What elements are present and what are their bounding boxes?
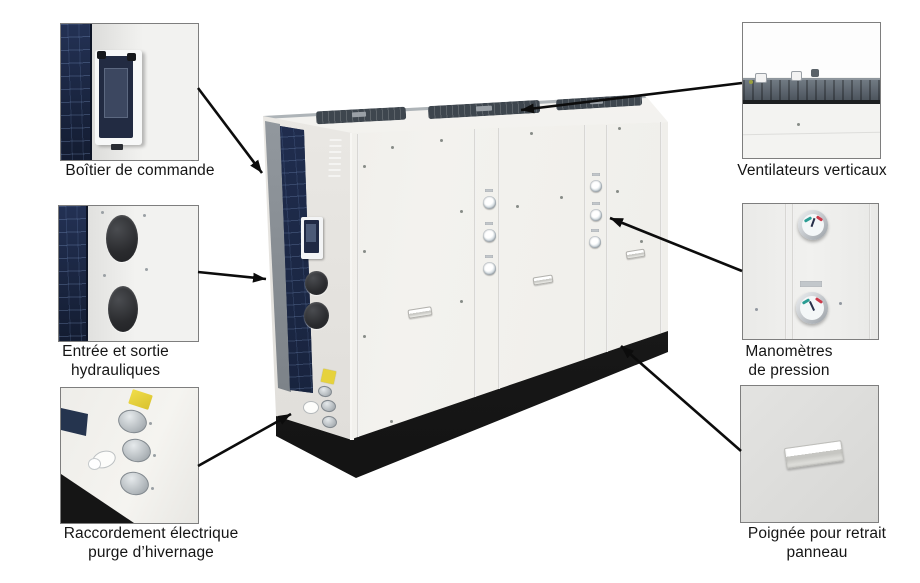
control-display-glass xyxy=(306,224,316,242)
gland-screw xyxy=(151,487,154,490)
screw xyxy=(516,205,519,208)
control-box-clip-right xyxy=(127,53,136,61)
front-gauge-label-6 xyxy=(591,229,599,232)
coil-strip xyxy=(61,24,92,160)
spec-sticker xyxy=(328,138,342,179)
front-gauge-4 xyxy=(590,180,602,192)
label-electrical-connection: Raccordement électrique purge d’hivernag… xyxy=(31,525,271,562)
panel-screw xyxy=(755,308,758,311)
control-box-clip-left xyxy=(97,51,106,59)
callout-hydraulic-connections xyxy=(58,205,199,342)
callout-control-box xyxy=(60,23,199,161)
port-bottom xyxy=(108,286,138,332)
label-pressure-gauges: Manomètres de pression xyxy=(699,343,879,380)
winter-drain-cap xyxy=(88,458,101,470)
callout-pressure-gauges xyxy=(742,203,879,340)
hydraulic-port-bottom xyxy=(304,302,329,329)
seam-right xyxy=(869,204,871,339)
fan-guard-band xyxy=(743,78,880,102)
fan-indicator xyxy=(749,80,753,84)
front-gauge-label-5 xyxy=(592,202,600,205)
callout-vertical-fans xyxy=(742,22,881,159)
screw xyxy=(460,300,463,303)
label-line: Raccordement électrique xyxy=(63,525,239,542)
screw xyxy=(530,132,533,135)
callout-electrical-connection xyxy=(60,387,199,524)
screw xyxy=(363,165,366,168)
valve-mark xyxy=(103,274,106,277)
hydraulic-port-top xyxy=(305,271,328,295)
seam-left-a xyxy=(785,204,787,339)
front-gauge-2 xyxy=(483,229,496,242)
panel-screw xyxy=(797,123,800,126)
coil-strip xyxy=(59,206,88,341)
front-gauge-5 xyxy=(590,209,602,221)
port-top xyxy=(106,215,138,262)
front-gauge-1 xyxy=(483,196,496,209)
panel-screw xyxy=(839,302,842,305)
fan-hub-1 xyxy=(351,111,367,118)
panel-seam-2b xyxy=(498,128,500,389)
valve-mark xyxy=(143,214,146,217)
panel-seam-3b xyxy=(606,125,608,352)
panel-seam-4 xyxy=(660,122,662,333)
drain-fitting xyxy=(303,401,319,414)
warning-sticker xyxy=(320,368,337,385)
fan-motor-nub xyxy=(811,69,819,77)
control-box-screen-inner xyxy=(104,68,128,118)
screw xyxy=(618,127,621,130)
fan-hub-3 xyxy=(589,99,604,105)
front-gauge-label-1 xyxy=(485,189,493,192)
label-hydraulic-connections: Entrée et sortie hydrauliques xyxy=(28,343,203,380)
screw xyxy=(391,146,394,149)
label-line: de pression xyxy=(748,361,830,379)
screw xyxy=(363,335,366,338)
panel-seam-1 xyxy=(357,134,359,437)
label-line: Ventilateurs verticaux xyxy=(737,162,887,179)
screw xyxy=(363,250,366,253)
gland-screw xyxy=(149,422,152,425)
control-box-tab xyxy=(111,144,123,150)
front-gauge-6 xyxy=(589,236,601,248)
gland-screw xyxy=(153,454,156,457)
callout-panel-handle xyxy=(740,385,879,523)
label-panel-handle: Poignée pour retrait panneau xyxy=(727,525,907,562)
label-vertical-fans: Ventilateurs verticaux xyxy=(722,162,902,181)
label-line: hydrauliques xyxy=(70,361,161,379)
fan-clip-2 xyxy=(791,71,802,81)
panel-seam-3a xyxy=(584,125,586,359)
panel-seam-2a xyxy=(474,129,476,397)
screw xyxy=(560,196,563,199)
screw xyxy=(440,139,443,142)
valve-mark xyxy=(145,268,148,271)
label-line: Entrée et sortie xyxy=(62,343,169,360)
screw xyxy=(616,190,619,193)
front-gauge-label-3 xyxy=(485,255,493,258)
front-gauge-label-2 xyxy=(485,222,493,225)
screw xyxy=(460,210,463,213)
fan-clip-1 xyxy=(755,73,767,83)
label-line: purge d’hivernage xyxy=(88,543,214,561)
fan-hub-2 xyxy=(475,105,493,112)
front-gauge-3 xyxy=(483,262,496,275)
label-line: Boîtier de commande xyxy=(65,162,215,179)
gauge-nameplate xyxy=(800,281,822,287)
screw xyxy=(640,240,643,243)
label-line: Poignée pour retrait xyxy=(747,525,887,542)
screw xyxy=(390,420,393,423)
label-control-box: Boîtier de commande xyxy=(40,162,240,181)
label-line: panneau xyxy=(786,543,848,561)
front-gauge-label-4 xyxy=(592,173,600,176)
valve-mark xyxy=(101,211,104,214)
fan-band-shadow xyxy=(743,100,880,104)
seam-left-b xyxy=(792,204,794,339)
label-line: Manomètres xyxy=(745,343,833,360)
